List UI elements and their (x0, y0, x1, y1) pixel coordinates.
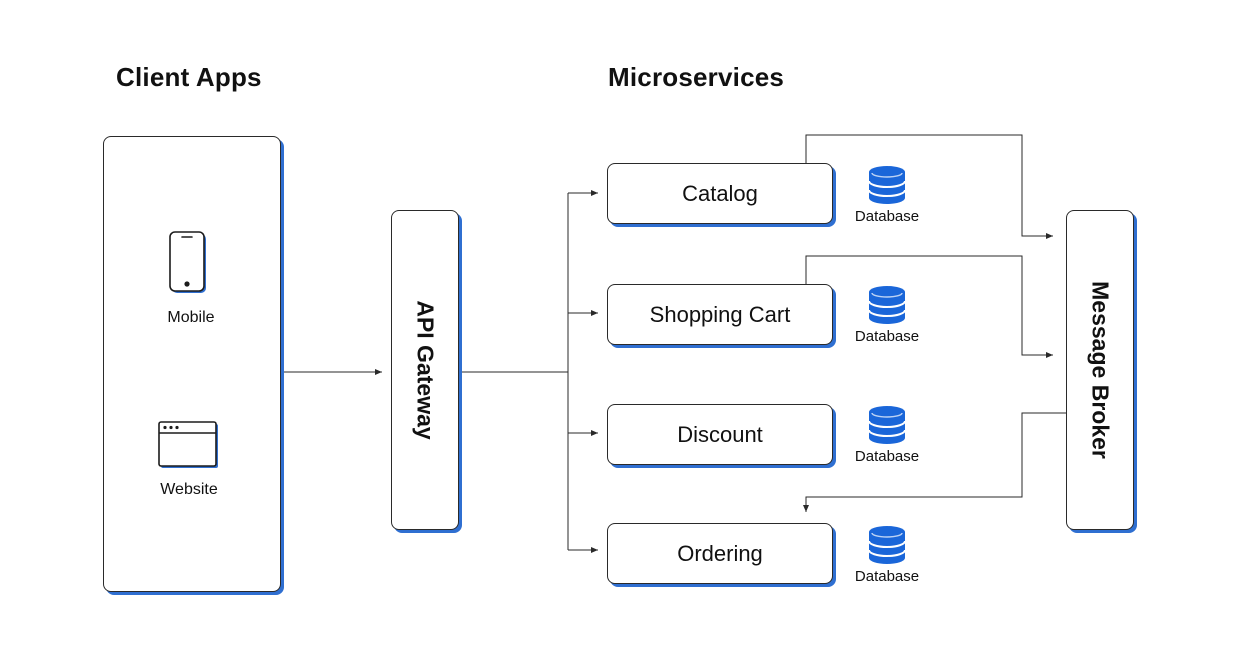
database-icon (868, 166, 906, 204)
database-icon (868, 406, 906, 444)
database-icon (868, 286, 906, 324)
mobile-label: Mobile (167, 309, 215, 326)
service-box-ordering: Ordering (607, 523, 833, 584)
microservices-heading: Microservices (608, 62, 785, 92)
database-catalog: Database (847, 165, 927, 225)
database-shopping-cart: Database (847, 285, 927, 345)
api-gateway-box: API Gateway (391, 210, 459, 530)
service-label: Catalog (682, 180, 758, 206)
database-icon (868, 526, 906, 564)
client-apps-container (103, 136, 281, 592)
client-apps-heading: Client Apps (116, 62, 262, 92)
browser-window-icon (158, 421, 220, 469)
service-box-discount: Discount (607, 404, 833, 465)
service-box-shopping-cart: Shopping Cart (607, 284, 833, 345)
message-broker-box: Message Broker (1066, 210, 1134, 530)
database-label: Database (854, 568, 920, 585)
website-label: Website (160, 481, 218, 498)
cart-to-broker-arrow (805, 255, 1053, 358)
service-label: Ordering (677, 540, 763, 566)
database-discount: Database (847, 405, 927, 465)
database-ordering: Database (847, 525, 927, 585)
message-broker-label: Message Broker (1087, 281, 1114, 459)
service-label: Shopping Cart (649, 301, 791, 327)
catalog-to-broker-arrow (805, 134, 1053, 239)
service-label: Discount (677, 421, 763, 447)
smartphone-icon (169, 231, 209, 295)
database-label: Database (854, 328, 920, 345)
service-box-catalog: Catalog (607, 163, 833, 224)
database-label: Database (854, 448, 920, 465)
broker-to-ordering-arrow (803, 412, 1066, 512)
database-label: Database (854, 208, 920, 225)
api-gateway-label: API Gateway (412, 300, 439, 440)
